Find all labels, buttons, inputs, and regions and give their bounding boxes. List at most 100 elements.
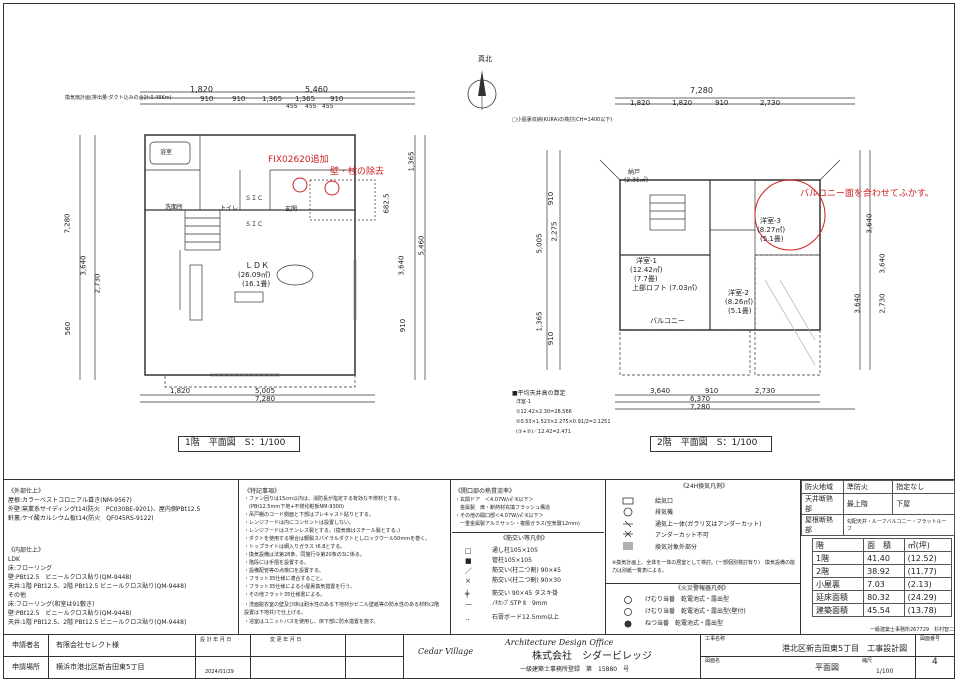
firm-jp: 株式会社 シダービレッジ [532,651,652,662]
bracing-label: 筋交い(柱二つ割) 90×30 [492,577,561,584]
bracing-divider [452,532,604,533]
ceiling-calc-line-4: (①+②)／12.42=2.471 [516,429,571,435]
bracing-label: 石膏ボード12.5mm以上 [492,614,560,621]
floor1-room-sic-1: ＳＩＣ [245,195,264,202]
openings-line: ・玄関ドア ＜4.07W/㎡･K以下＞ [455,497,534,503]
floor2-dim-right-1: 3,640 [865,213,874,234]
area-cell: 45.54 [863,603,905,617]
floor2-room3-tatami: (5.1畳) [760,235,784,243]
undercut-icon [623,520,633,528]
floor2-dim-top2-4: 2,730 [760,99,781,107]
floor2-dim-bottom-3: 2,730 [755,387,776,395]
vent-item: 通気上一体(ガラリ又はアンダーカット) [655,521,762,528]
openings-heading: 《開口部の熱貫流率》 [455,488,516,495]
special-line: ・浴室はユニットバスを使用し、床下部に防水措置を施す。 [244,619,379,625]
floor1-ldk-area: (26.09㎡) [238,271,271,279]
floor2-dim-bottom-2: 910 [705,387,719,395]
specs-cell: 防火地域 [801,480,844,494]
floor1-dim-top3-2: 455 [305,103,317,110]
titleblock-divider [3,634,955,635]
floor2-dim-left-3: 1,365 [535,311,544,332]
ceiling-calc-line-2: ①12.42×2.30=28.566 [516,409,572,415]
floor1-annot-fix: FIX02620追加 [268,155,329,165]
special-line: ・洗面脱衣室の壁及び床は耐水性のある下地材かビニル壁紙等の防水性のある材料(2階… [244,602,440,616]
floor2-dim-right-2: 3,640 [878,253,887,274]
fire-legend-icons [624,596,632,628]
special-line: ・吊戸棚のコード側面と下部はプレキャスト貼りとする。 [244,512,374,518]
openings-line: 一重金属製アルミサッシ・複層ガラス(空気層12mm) [455,521,580,527]
bracing-symbol: ‥ [465,614,470,622]
area-cell: 41.40 [863,551,905,565]
smoke-detector-wall-icon [624,608,632,616]
floor2-balcony: バルコニー [650,317,685,325]
floor1-dim-bottom-1: 5,005 [255,387,276,395]
exterior-line: 軒裏:ケイ酸カルシウム板t14(防火 QF045RS-9122) [8,515,154,522]
special-line: ・ダクトを使用する場合は鋼製スパイラルダクトとしロックウール50mmを巻く。 [244,536,431,542]
floor1-dim-top2-4: 1,365 [295,95,316,103]
excluded-area-icon [623,542,633,550]
notes-col-divider-3 [605,479,606,634]
notes-col-divider-2 [450,479,451,634]
floor1-dim-right-4: 910 [399,318,408,333]
area-cell: (11.77) [903,564,953,578]
area-cell: 7.03 [863,577,905,591]
area-cell: 38.92 [863,564,905,578]
floor2-annot-balcony: バルコニー面を合わせてふかす。 [800,189,934,199]
floor2-room2-tatami: (5.1畳) [728,307,752,315]
titleblock-row-divider [3,656,403,657]
vent-item: 排気機 [655,509,674,516]
floor2-room1-name: 洋室-1 [636,257,657,265]
site: 横浜市港北区新吉田東5丁目 [56,663,145,671]
site-label: 申請場所 [12,663,40,671]
floor1-annot-wall: 壁・柱の除去 [330,167,385,177]
floor1-dim-right-3: 3,640 [397,255,406,276]
specs-cell: 勾配天井・ルーフバルコニー・フラットルーフ [842,514,956,536]
fire-item: ねつ当番 乾電池式・露出型 [645,620,724,627]
bracing-label: 管柱105×105 [492,557,532,564]
firm-logo: Cedar Village [418,647,474,656]
floor1-room-washroom: 洗面所 [165,204,184,211]
specs-cell: 天井断熱部 [801,493,844,515]
design-date-label: 設 計 年 月 日 [200,637,232,643]
area-cell: (12.52) [903,551,953,565]
interior-line: 壁:PBt12.5 ビニールクロス貼り(QM-9448) [8,610,132,617]
vent-legend-icons [622,497,634,550]
tb-col-7 [915,634,916,679]
project-label: 工事名称 [705,636,726,642]
floor2-dim-bottom-1: 3,640 [650,387,671,395]
firm-reg: 一級建築士事務所登録 第 15880 号 [520,666,630,673]
fire-heading: 《火災警報器凡例》 [675,585,730,592]
area-cell: (13.78) [903,603,953,617]
interior-line: 床:フローリング [8,565,53,572]
firm-en: Architecture Design Office [505,638,614,647]
floor1-dim-left-3: 2,730 [93,273,102,294]
floor2-plan [546,97,871,410]
supply-vent-icon [622,497,634,505]
exhaust-fan-icon [623,507,633,517]
area-header: ㎡(坪) [903,538,953,552]
tb-col-5 [403,634,404,679]
floor2-dim-right-4: 3,640 [853,293,862,314]
scale-label: 縮尺 [862,658,873,664]
floor2-room4-name: 納戸 [628,169,641,176]
ceiling-calc-title: ■平均天井高の算定 [512,390,566,397]
exterior-heading: 《外部仕上》 [8,488,45,495]
ceiling-calc-line-3: ②0.53×1.523×2.275×0.91/2=2.1251 [516,419,611,425]
vent-item: 給気口 [655,498,674,505]
special-line: ・フラット35仕様に適合すること。 [244,576,326,582]
bracing-label: 通し柱105×105 [492,547,538,554]
specs-row: 天井断熱部 最上階 下屋 [801,493,955,515]
floor1-title: 1階 平面図 S：1/100 [185,438,286,448]
floor2-dim-top-1: 7,280 [690,86,713,95]
floor2-dim-right-3: 2,730 [878,293,887,314]
floor2-room3-name: 洋室-3 [760,217,781,225]
area-cell: 延床面積 [811,590,865,604]
interior-line: その他 [8,592,27,599]
floor2-dim-left-2: 2,275 [550,221,559,242]
bracing-label: ﾉﾁｶﾝﾌﾟSTP Ⅱ 9mm [492,600,548,607]
area-cell: (24.29) [903,590,953,604]
tb-col-1 [48,634,49,679]
